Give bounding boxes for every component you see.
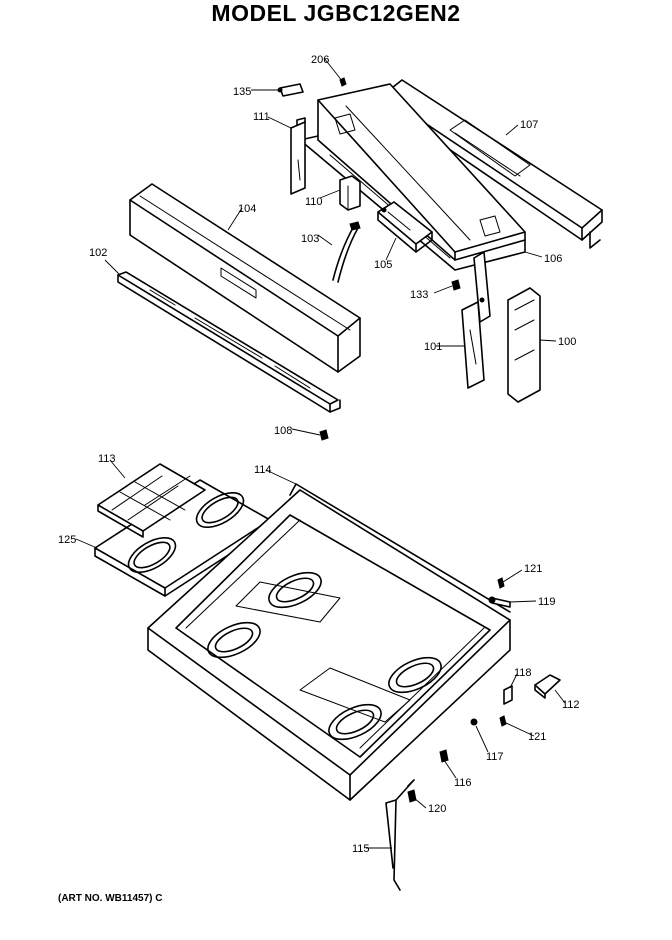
- callout-101: 101: [424, 341, 442, 353]
- callout-119: 119: [538, 596, 556, 608]
- part-112-switch: [534, 674, 561, 699]
- part-135-clip: [277, 83, 304, 97]
- part-117-pin: [470, 718, 478, 726]
- callout-104: 104: [238, 203, 256, 215]
- part-111-bracket: [290, 117, 306, 195]
- part-108-screw: [319, 429, 329, 441]
- callout-116: 116: [454, 777, 472, 789]
- callout-114: 114: [254, 464, 272, 476]
- part-121-screw-b: [499, 715, 507, 727]
- callout-120: 120: [428, 803, 446, 815]
- model-title: MODEL JGBC12GEN2: [211, 0, 461, 26]
- art-number: (ART NO. WB11457) C: [58, 893, 163, 904]
- part-114-cooktop: [147, 483, 511, 801]
- callout-135: 135: [233, 86, 251, 98]
- part-100-side-cover: [507, 287, 541, 403]
- callout-100: 100: [558, 336, 576, 348]
- part-113-grate: [97, 463, 206, 538]
- callout-125: 125: [58, 534, 76, 546]
- part-121-screw-a: [497, 577, 505, 589]
- callout-103: 103: [301, 233, 319, 245]
- part-120-clip: [407, 789, 417, 803]
- callout-117: 117: [486, 751, 504, 763]
- callout-118: 118: [514, 667, 532, 679]
- callout-133: 133: [410, 289, 428, 301]
- callout-106: 106: [544, 253, 562, 265]
- callout-121a: 121: [524, 563, 542, 575]
- callout-108: 108: [274, 425, 292, 437]
- part-118-spring: [503, 685, 513, 705]
- part-110-box: [339, 175, 361, 211]
- callout-labels: 206 135 111 107 110 104 103 105 106 102 …: [58, 54, 580, 855]
- part-105-timer: [377, 201, 433, 253]
- part-102-rail: [117, 271, 341, 413]
- callout-110: 110: [305, 196, 323, 208]
- part-116-knob: [439, 749, 449, 763]
- part-115-rod: [385, 779, 415, 891]
- callout-206: 206: [311, 54, 329, 66]
- leader-lines: [75, 57, 566, 849]
- part-106-backsplash: [299, 83, 526, 271]
- callout-102: 102: [89, 247, 107, 259]
- callout-105: 105: [374, 259, 392, 271]
- callout-112: 112: [562, 699, 580, 711]
- callout-121b: 121: [528, 731, 546, 743]
- callout-115: 115: [352, 843, 370, 855]
- part-101-bracket: [461, 251, 491, 389]
- callout-113: 113: [98, 453, 116, 465]
- part-133-fastener: [451, 279, 461, 291]
- callout-107: 107: [520, 119, 538, 131]
- part-119-pin: [488, 596, 511, 608]
- part-104-control-panel: [129, 183, 361, 373]
- part-103-lead: [332, 221, 361, 283]
- callout-111: 111: [253, 111, 270, 123]
